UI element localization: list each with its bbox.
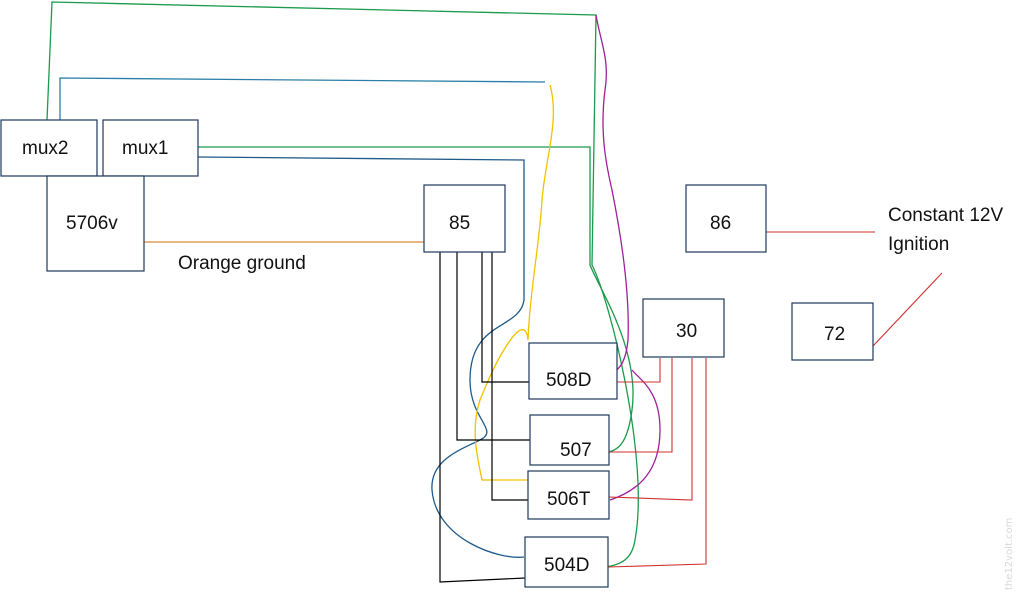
black-wire-507 [456, 252, 530, 441]
black-wire-504D [439, 252, 526, 583]
box-506T: 506T [527, 470, 610, 520]
box-mux1: mux1 [102, 119, 199, 177]
watermark: the12volt.com [1004, 518, 1015, 590]
box-507-label: 507 [560, 440, 592, 461]
box-508D-label: 508D [546, 370, 591, 391]
box-507: 507 [529, 414, 610, 466]
box-mux2: mux2 [0, 119, 98, 177]
orange-ground-label: Orange ground [178, 253, 306, 274]
box-86: 86 [685, 184, 767, 253]
wires [46, 1, 943, 583]
box-30: 30 [642, 298, 725, 358]
ignition-label: Ignition [888, 234, 949, 255]
box-86-label: 86 [710, 213, 731, 234]
green-wire-mux1 [198, 146, 634, 453]
box-30-label: 30 [676, 321, 697, 342]
box-506T-label: 506T [547, 489, 591, 510]
red-wire-508D [612, 358, 661, 383]
constant-12v-label: Constant 12V [888, 205, 1003, 226]
black-wire-506T [491, 245, 528, 501]
red-wire-507 [609, 358, 673, 453]
blue-wire-top [59, 77, 546, 120]
box-508D: 508D [528, 342, 618, 400]
box-504D-label: 504D [544, 555, 589, 576]
box-mux1-label: mux1 [122, 138, 168, 159]
box-mux2-label: mux2 [22, 138, 68, 159]
black-wire-508D [481, 252, 529, 383]
box-85-label: 85 [449, 213, 470, 234]
yellow-wire [474, 84, 555, 481]
box-504D: 504D [524, 536, 609, 588]
box-72-label: 72 [824, 324, 845, 345]
green-wire [46, 1, 639, 568]
red-wire-504D [607, 358, 707, 568]
red-wire-506T [608, 358, 693, 501]
box-85: 85 [423, 184, 506, 253]
magenta-wire [595, 14, 661, 501]
red-wire-72 [872, 272, 943, 347]
box-5706v-label: 5706v [66, 213, 118, 234]
box-5706v: 5706v [46, 175, 145, 272]
box-72: 72 [791, 302, 874, 361]
